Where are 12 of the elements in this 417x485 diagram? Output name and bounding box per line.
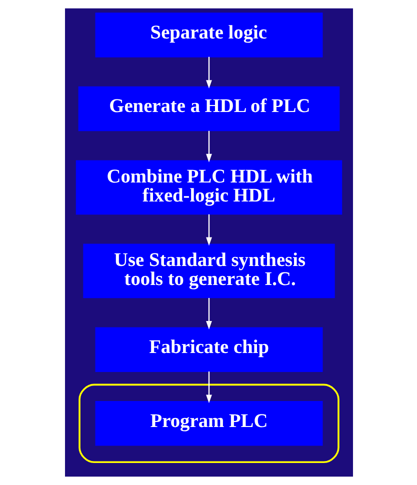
node-box: Separate logic [94,12,322,58]
arrow [206,298,212,330]
arrow [206,56,212,89]
node-box: Use Standard synthesis tools to generate I.C. [82,244,334,298]
node-box: Fabricate chip [94,327,322,372]
arrow [206,371,212,404]
node-box: Program PLC [94,401,322,446]
node-box: Combine PLC HDL with fixed-logic HDL [75,160,342,215]
arrow [206,130,212,162]
cluster [78,384,339,464]
arrow [206,214,212,246]
node-box: Generate a HDL of PLC [78,86,340,132]
